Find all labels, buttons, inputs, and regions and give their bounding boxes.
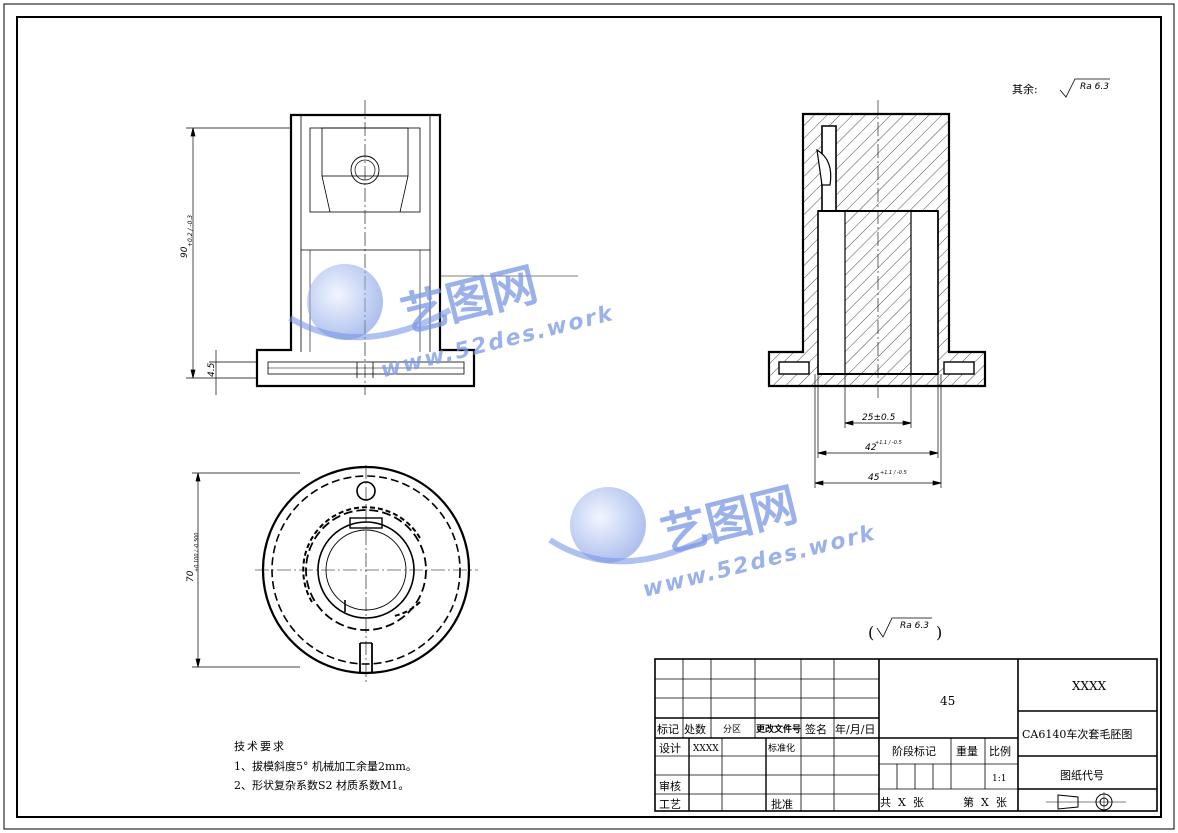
tb-material: 45 <box>940 694 955 708</box>
dim-section <box>814 374 942 488</box>
inner-frame <box>16 16 1162 818</box>
tb-stage-mark: 阶段标记 <box>892 744 936 758</box>
title-block <box>654 658 1158 812</box>
tech-req-title: 技术要求 <box>234 740 286 753</box>
projection-symbol-icon <box>1046 792 1126 812</box>
top-view <box>255 465 478 684</box>
dim-outer-dia <box>192 472 300 668</box>
dim-height-tol: +0.2 / -0.3 <box>187 215 194 247</box>
roughness-note-value: Ra 6.3 <box>900 621 929 631</box>
roughness-note-open: ( <box>868 623 874 642</box>
tb-process: 工艺 <box>659 798 681 811</box>
tb-weight: 重量 <box>956 744 978 758</box>
tech-req-line1: 1、拔模斜度5° 机械加工余量2mm。 <box>234 759 417 773</box>
tech-req-line2: 2、形状复杂系数S2 材质系数M1。 <box>234 778 409 792</box>
section-view <box>767 100 987 398</box>
roughness-note: ( Ra 6.3 ) <box>868 617 942 642</box>
roughness-other: 其余: Ra 6.3 <box>1012 78 1110 98</box>
tb-sheets-total: 共 X 张 <box>880 796 924 809</box>
dim-height <box>186 127 291 395</box>
tb-sign: 签名 <box>805 722 827 736</box>
roughness-note-icon <box>876 617 932 638</box>
tb-scale-value: 1:1 <box>992 774 1006 784</box>
front-view <box>255 100 578 395</box>
dim-outer-dia-tol: +0.100 / -0.500 <box>194 533 200 573</box>
tb-date: 年/月/日 <box>835 722 875 736</box>
roughness-other-label: 其余: <box>1012 82 1038 96</box>
roughness-note-close: ) <box>936 623 942 642</box>
dim-45-text: 45 <box>868 473 880 483</box>
tb-zone: 分区 <box>723 724 741 735</box>
tb-design: 设计 <box>659 742 681 755</box>
globe-icon <box>570 487 646 563</box>
roughness-symbol-icon <box>1059 78 1110 98</box>
dim-height-text: 90 <box>180 246 190 258</box>
tb-sheet-no: 第 X 张 <box>963 795 1007 809</box>
tb-drawing-name: CA6140车次套毛胚图 <box>1022 727 1132 741</box>
tb-standardize: 标准化 <box>768 742 795 754</box>
dim-flange-text: 4.5 <box>207 362 217 377</box>
tb-approve: 批准 <box>771 797 793 811</box>
tb-drawing-code: 图纸代号 <box>1060 769 1104 782</box>
dim-outer-dia-text: 70 <box>186 570 196 582</box>
dim-42-text: 42 <box>865 443 877 453</box>
tb-mark: 标记 <box>657 722 679 736</box>
tb-review: 审核 <box>659 779 681 793</box>
dim-inner-dia-text: 25±0.5 <box>862 413 896 423</box>
tech-requirements: 技术要求 1、拔模斜度5° 机械加工余量2mm。 2、形状复杂系数S2 材质系数… <box>234 740 417 792</box>
tb-count: 处数 <box>684 723 706 736</box>
tb-scale-label: 比例 <box>989 744 1011 758</box>
tb-change-doc: 更改文件号 <box>756 723 801 735</box>
outer-frame <box>3 3 1175 830</box>
dim-42-tol: +1.1 / -0.5 <box>875 440 902 446</box>
dim-45-tol: +1.1 / -0.5 <box>880 470 907 476</box>
globe-icon <box>307 264 383 340</box>
roughness-other-value: Ra 6.3 <box>1080 82 1109 92</box>
tb-designer: XXXX <box>693 744 719 754</box>
tb-company: XXXX <box>1072 679 1107 693</box>
watermark-2: 艺图网 www.52des.work <box>548 477 879 603</box>
